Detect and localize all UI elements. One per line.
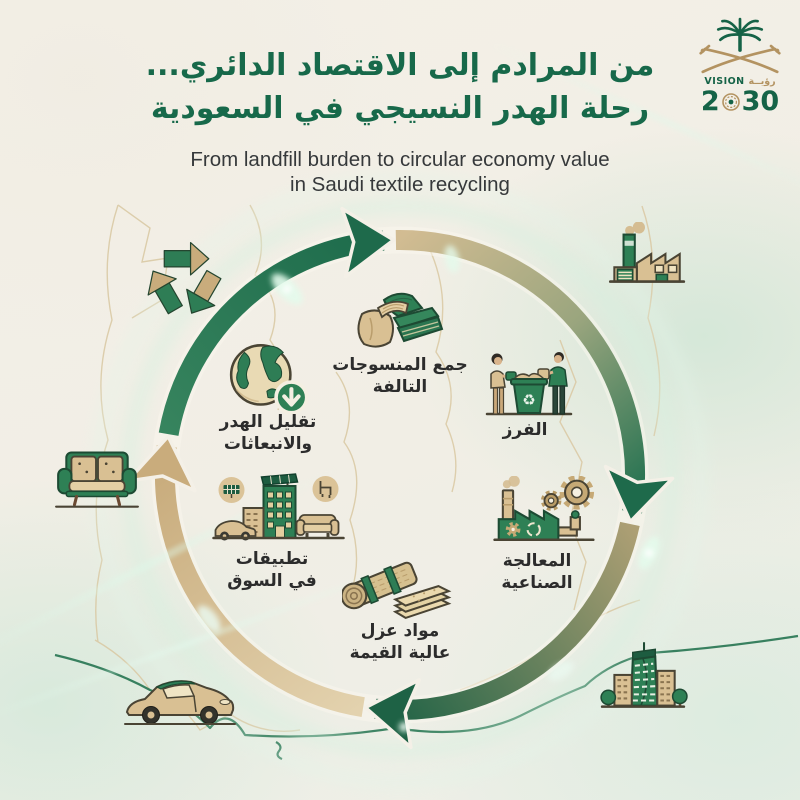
stage-label-insulation: مواد عزل عالية القيمة (326, 621, 474, 664)
vision-2030-logo: VISION رؤيــة 2 30 (686, 16, 794, 116)
city-buildings-icon (600, 642, 688, 708)
stage3-line2: الصناعية (501, 572, 573, 593)
sorting-people-bin-icon: ♻ (485, 352, 573, 416)
stage5-line1: تطبيقات (235, 549, 309, 569)
textile-pile-icon (357, 292, 444, 348)
stage4-line2: عالية القيمة (349, 642, 451, 663)
vision-ar-text: رؤيــة (748, 76, 776, 87)
stage3-line1: المعالجة (502, 551, 572, 571)
stage4-line1: مواد عزل (360, 621, 440, 641)
ring-arc-bottom-right (374, 521, 640, 720)
title-ar-line2: رحلة الهدر النسيجي في السعودية (150, 91, 650, 126)
sword-pommel (775, 48, 780, 53)
stage6-line1: تقليل الهدر (219, 412, 317, 432)
palm-tree (716, 17, 764, 52)
vision-year: 2 30 (686, 88, 794, 116)
stage5-line2: في السوق (227, 570, 317, 591)
stage2-line1: الفرز (502, 420, 548, 440)
factory-icon (608, 222, 686, 283)
car-icon (124, 680, 236, 725)
subtitle-english: From landfill burden to circular economy… (0, 147, 800, 197)
vision-rosette-icon (721, 93, 740, 111)
stage-label-reduce-waste: تقليل الهدر والانبعاثات (200, 412, 336, 455)
ring-arc-top-right (395, 229, 646, 514)
building-car-sofa-icon (212, 473, 345, 541)
sword-pommel (700, 48, 705, 53)
stage1-line1: جمع المنسوجات (332, 355, 468, 375)
stage1-line2: التالفة (372, 376, 428, 397)
recycle-icon (147, 241, 222, 315)
stage-label-collect: جمع المنسوجات التالفة (318, 355, 482, 398)
crossed-swords (699, 44, 781, 74)
factory-gears-icon (493, 476, 595, 542)
recycle-glyph: ♻ (522, 391, 535, 409)
palm-and-swords-emblem (699, 17, 781, 74)
subtitle-en-line1: From landfill burden to circular economy… (190, 148, 610, 171)
year-prefix: 2 (700, 86, 720, 117)
insulation-roll-panels-icon (342, 561, 452, 620)
title-ar-line1: من المرادم إلى الاقتصاد الدائري... (145, 48, 655, 83)
ring-glints (197, 245, 660, 732)
subtitle-en-line2: in Saudi textile recycling (290, 173, 510, 196)
stage-label-market: تطبيقات في السوق (212, 549, 332, 592)
vision-en-text: VISION (704, 76, 745, 87)
stage-label-sorting: الفرز (478, 420, 572, 442)
sofa-icon (55, 451, 139, 508)
vision-wordmark: VISION رؤيــة (686, 76, 794, 88)
ring-arc-top-left (158, 230, 385, 436)
year-suffix: 30 (741, 86, 780, 117)
globe-down-arrow-icon (229, 344, 309, 415)
stage-label-processing: المعالجة الصناعية (462, 551, 612, 594)
title-arabic: من المرادم إلى الاقتصاد الدائري... رحلة … (0, 44, 800, 130)
stage6-line2: والانبعاثات (223, 433, 313, 454)
